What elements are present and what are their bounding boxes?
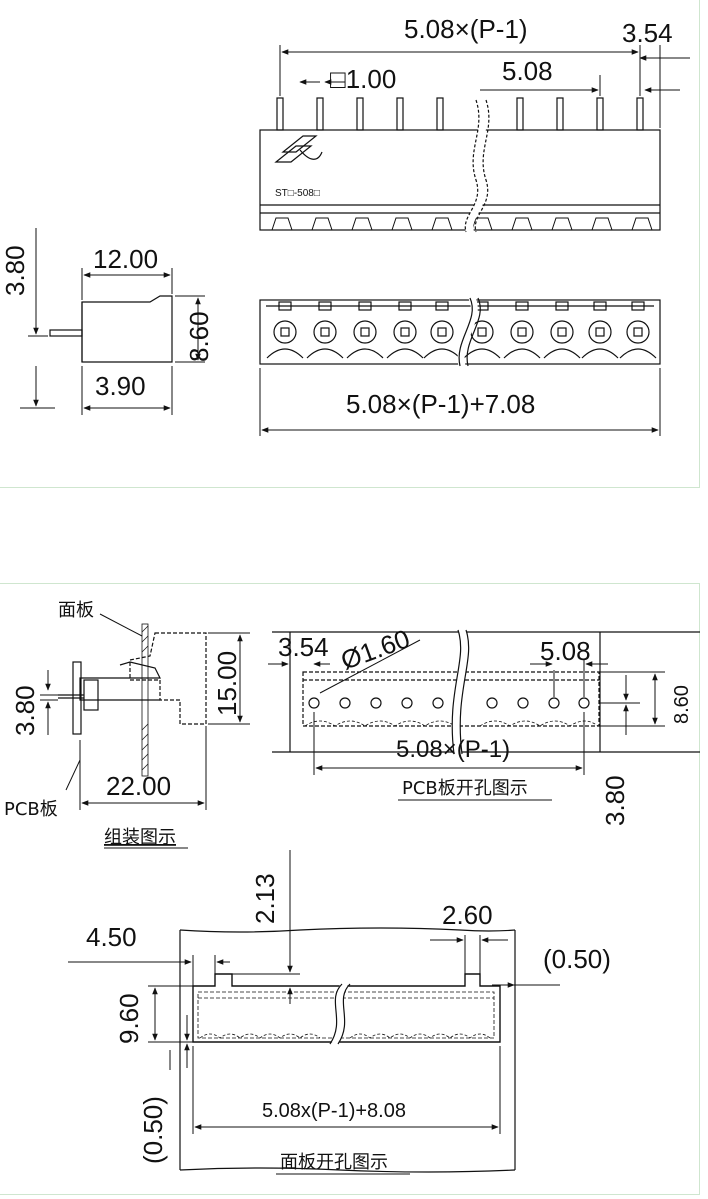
pitch-formula-dim: 5.08×(P-1) <box>404 14 528 44</box>
pcb-holes <box>308 697 590 709</box>
brand-logo-icon <box>274 135 323 163</box>
connector-body <box>259 129 661 231</box>
notch-width-dim: 2.60 <box>442 900 493 930</box>
pcb-label: PCB板 <box>4 799 58 820</box>
bottom-clearance-dim: (0.50) <box>138 1096 168 1164</box>
side-view <box>49 295 173 363</box>
pcb-pitch-dim: 5.08 <box>540 636 591 666</box>
assembly-pin-height-dim: 3.80 <box>10 685 40 736</box>
side-total-height-dim: 8.60 <box>184 311 214 362</box>
pcb-hole-layout <box>272 628 700 755</box>
top-view <box>259 296 661 367</box>
assembly-caption: 组装图示 <box>104 827 176 848</box>
cutout-height-dim: 9.60 <box>114 993 144 1044</box>
pcb-row-height-dim: 8.60 <box>671 685 693 724</box>
cutout-length-dim: 5.08x(P-1)+8.08 <box>262 1100 406 1122</box>
top-drawing-frame <box>0 0 700 488</box>
pcb-edge-offset-dim: 3.54 <box>278 632 329 662</box>
hole-diameter-dim: Ø1.60 <box>337 623 414 675</box>
panel-cutout-caption: 面板开孔图示 <box>280 1152 388 1173</box>
pcb-bottom-offset-dim: 3.80 <box>600 775 630 826</box>
assembly-view <box>58 623 207 777</box>
pitch-dim: 5.08 <box>502 56 553 86</box>
pcb-caption: PCB板开孔图示 <box>402 778 528 799</box>
pin-size-dim: □1.00 <box>330 64 396 94</box>
overall-length-dim: 5.08×(P-1)+7.08 <box>346 389 535 419</box>
edge-offset-dim: 3.54 <box>622 18 673 48</box>
assembly-height-dim: 15.00 <box>212 651 242 716</box>
assembly-width-dim: 22.00 <box>106 771 171 801</box>
pin-row <box>276 97 644 131</box>
left-offset-dim: 4.50 <box>86 922 137 952</box>
panel-label: 面板 <box>58 600 94 621</box>
screw-cells <box>266 301 657 359</box>
bottom-drawing-frame <box>0 583 700 1195</box>
front-view <box>259 97 661 234</box>
part-code-label: ST□-508□ <box>275 188 320 199</box>
side-height-dim: 3.80 <box>0 245 30 296</box>
right-clearance-dim: (0.50) <box>543 944 611 974</box>
side-pin-len-dim: 3.90 <box>95 371 146 401</box>
pcb-span-dim: 5.08×(P-1) <box>396 736 510 763</box>
side-depth-dim: 12.00 <box>93 244 158 274</box>
notch-depth-dim: 2.13 <box>250 873 280 924</box>
